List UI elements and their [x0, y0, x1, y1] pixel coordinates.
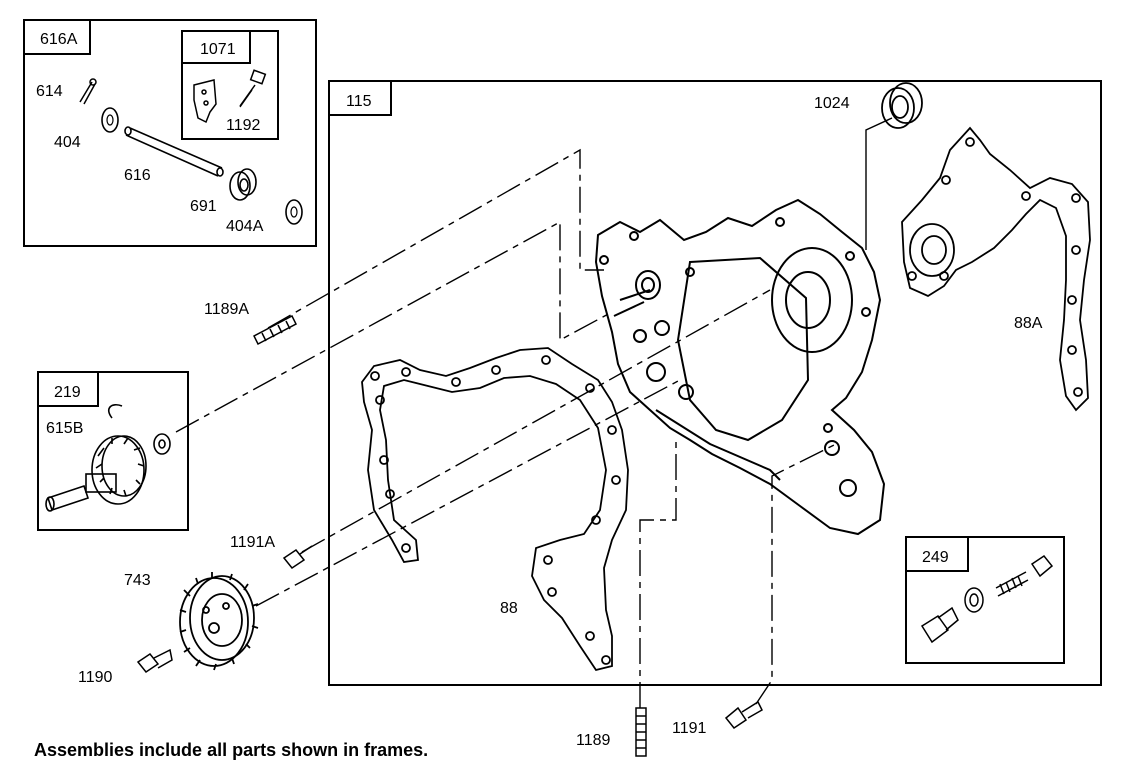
leader-lines: [175, 117, 893, 708]
label-1190: 1190: [78, 669, 113, 686]
part-88A-gasket: [901, 126, 1091, 412]
frame-249: 249: [905, 536, 1065, 664]
label-691: 691: [190, 198, 217, 215]
label-1191: 1191: [672, 720, 707, 737]
label-1189A: 1189A: [204, 301, 249, 318]
part-1071-bracket: [193, 69, 267, 124]
label-88: 88: [500, 600, 518, 617]
crankcase-cover: [594, 198, 886, 536]
part-743-cam-gear: [179, 572, 259, 671]
label-1024: 1024: [814, 95, 850, 112]
label-616: 616: [124, 167, 151, 184]
part-616-shaft: [124, 126, 224, 177]
part-1191-bolt: [724, 700, 763, 730]
part-404A-washer: [285, 199, 303, 225]
label-88A: 88A: [1014, 315, 1043, 332]
part-249-relief-valve: [920, 554, 1054, 644]
part-404-washer: [101, 107, 119, 133]
frame-1071-label: 1071: [200, 41, 236, 58]
label-1191A: 1191A: [230, 534, 275, 551]
part-615B-governor-gear: [45, 403, 171, 512]
part-1191A-bolt: [282, 545, 313, 570]
part-1189A-stud: [253, 314, 297, 346]
label-404A: 404A: [226, 218, 264, 235]
frame-115: 115: [328, 80, 1102, 686]
label-743: 743: [124, 572, 151, 589]
label-1192: 1192: [226, 117, 261, 134]
frame-219: 219: [37, 371, 189, 531]
part-1190-bolt: [136, 648, 173, 674]
frame-219-label: 219: [54, 384, 81, 401]
part-614-cotter-pin: [79, 78, 97, 105]
frame-616A-label: 616A: [40, 31, 78, 48]
frame-249-label: 249: [922, 549, 949, 566]
frame-115-label: 115: [346, 93, 372, 110]
label-614: 614: [36, 83, 63, 100]
part-691-bearing: [229, 168, 257, 201]
assemblies-footnote: Assemblies include all parts shown in fr…: [34, 740, 429, 760]
label-1189: 1189: [576, 732, 611, 749]
label-404: 404: [54, 134, 81, 151]
label-615B: 615B: [46, 420, 83, 437]
frame-616A: 616A 1071: [23, 19, 317, 247]
part-1024-oil-seal: [881, 82, 923, 129]
part-88-gasket: [361, 347, 629, 672]
part-1189-stud: [635, 707, 647, 757]
